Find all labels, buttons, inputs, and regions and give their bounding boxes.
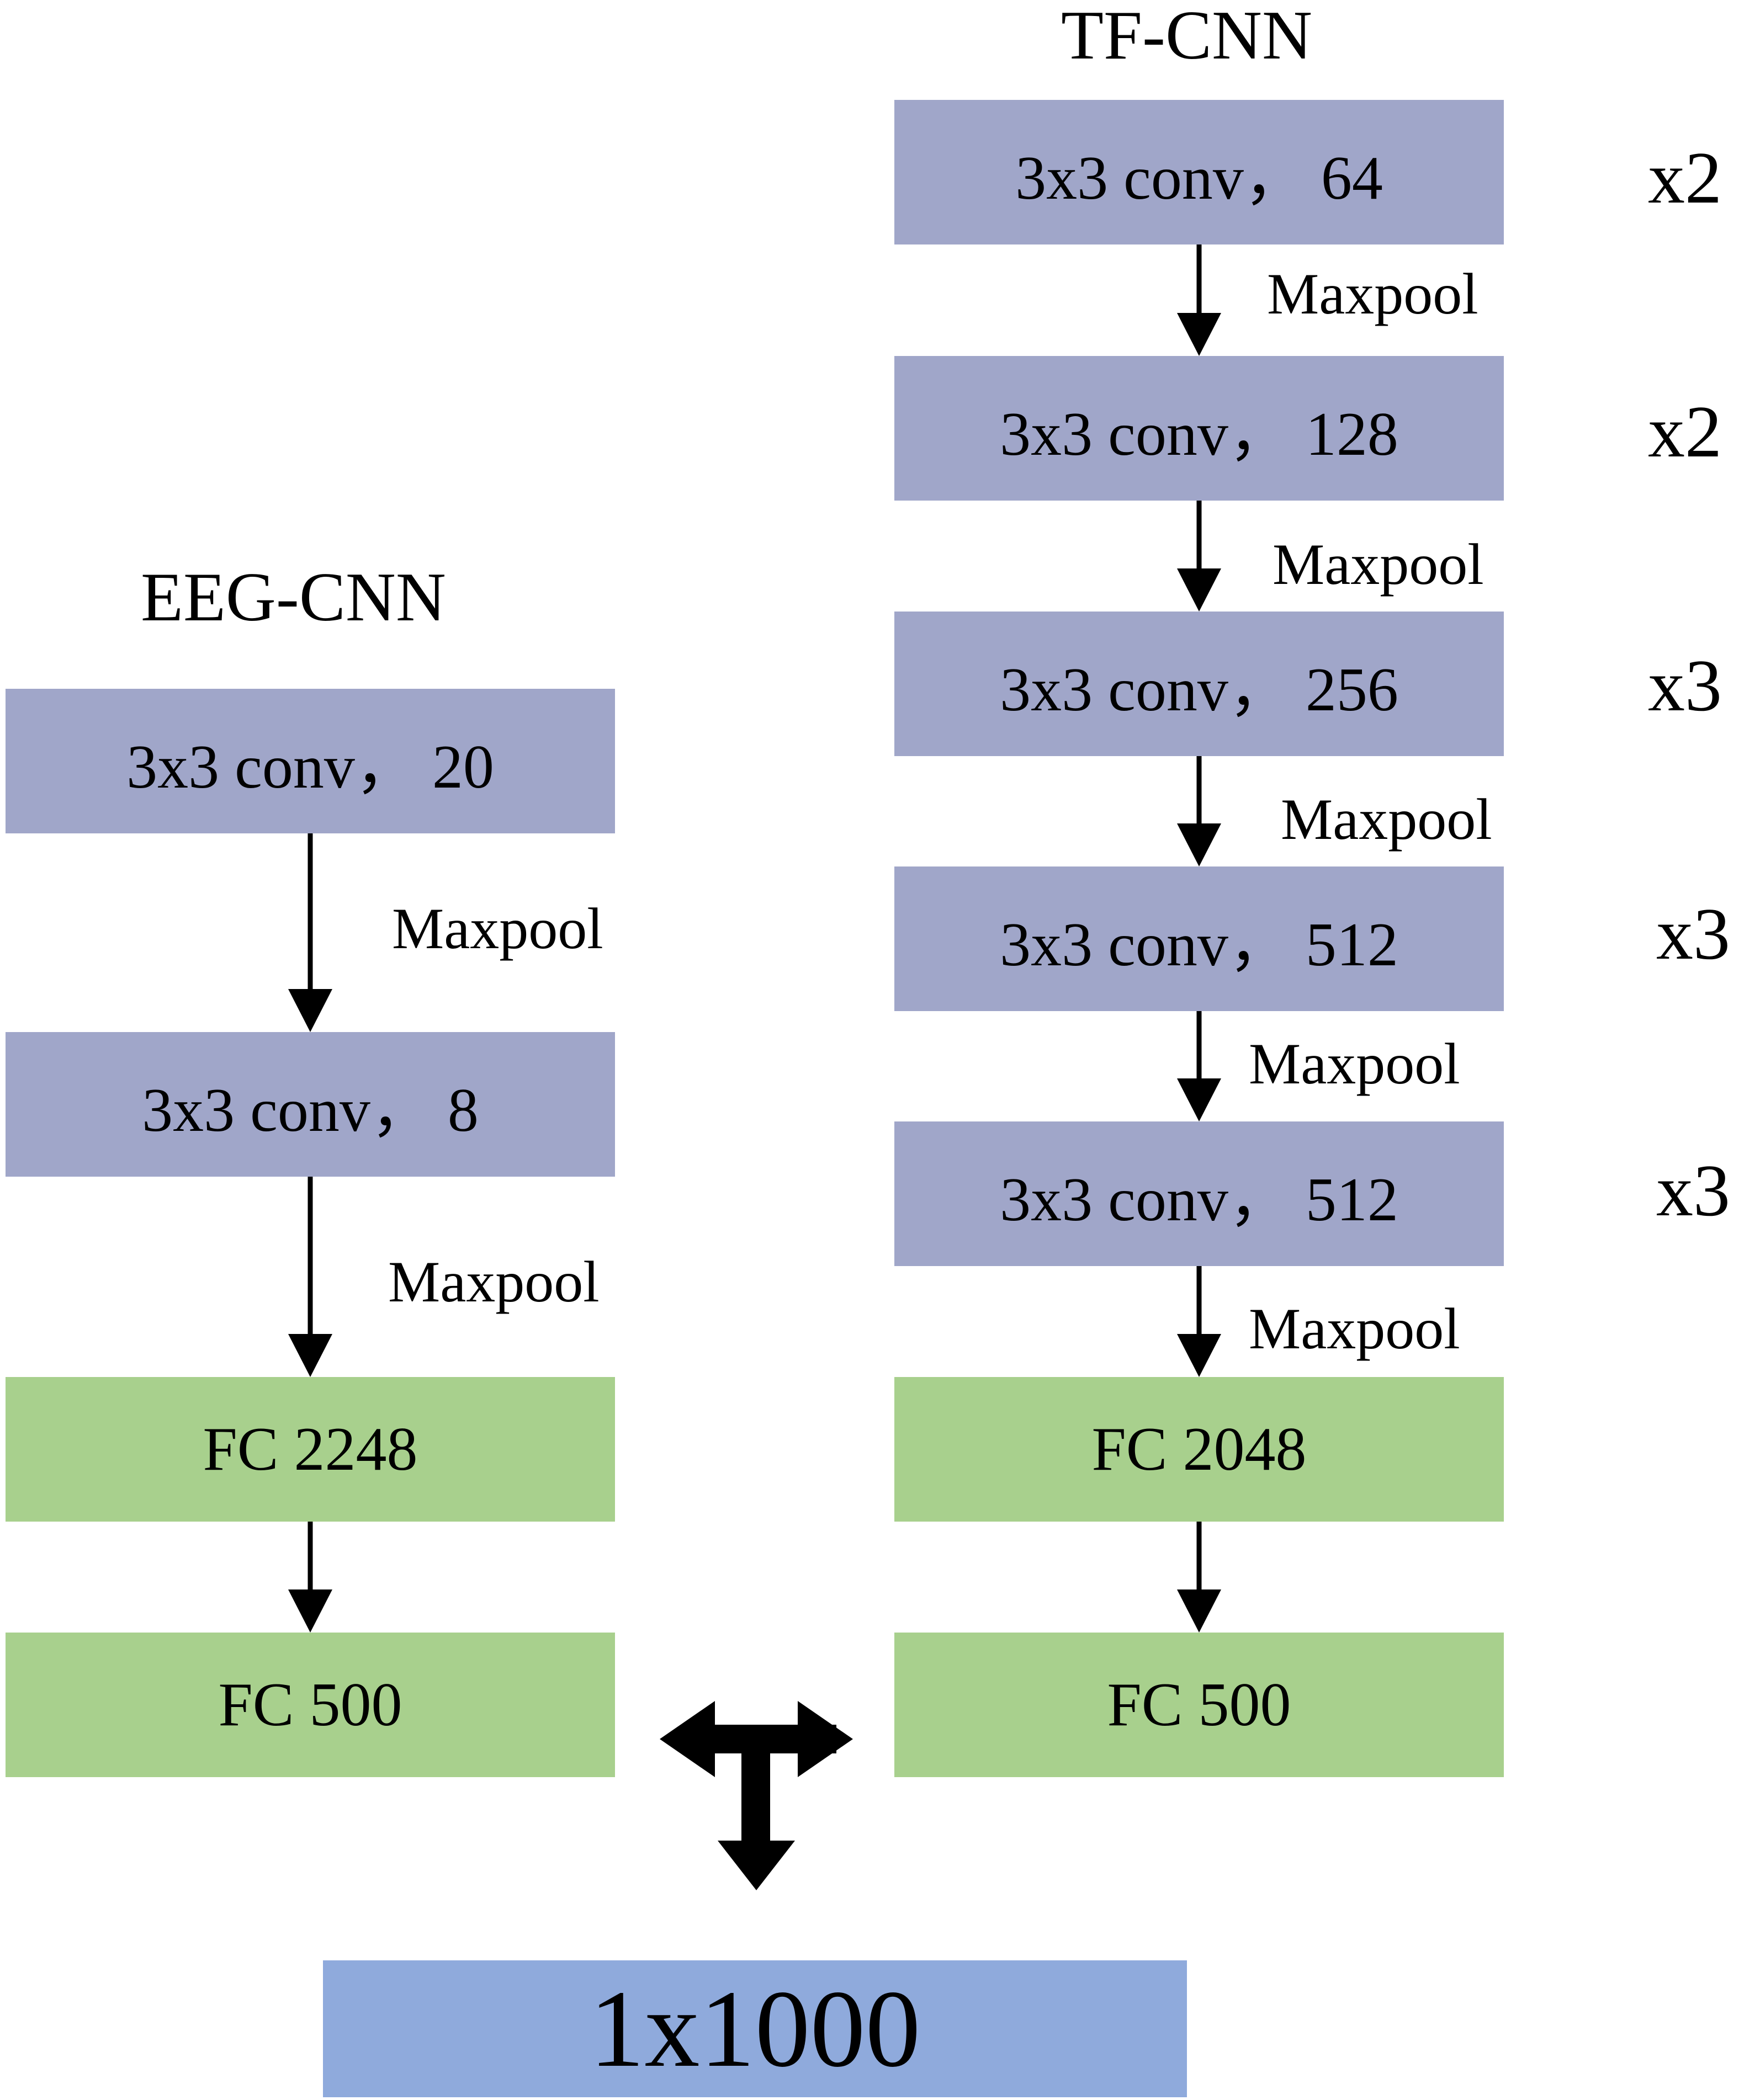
eeg-arrowhead-3 xyxy=(288,1589,332,1633)
eeg-conv-8-block: 3x3 conv， 8 xyxy=(6,1032,615,1177)
tf-arrowhead-1 xyxy=(1177,313,1221,356)
tf-maxpool-label-2: Maxpool xyxy=(1273,532,1484,597)
eeg-conv-20-block: 3x3 conv， 20 xyxy=(6,689,615,833)
tf-conv-512-label-1: 3x3 conv， 512 xyxy=(1000,911,1398,979)
tf-maxpool-label-5: Maxpool xyxy=(1249,1296,1460,1361)
tf-cnn-title: TF-CNN xyxy=(1061,0,1313,74)
tf-arrowhead-5 xyxy=(1177,1334,1221,1377)
tf-conv-256-block: 3x3 conv， 256 xyxy=(894,612,1504,756)
eeg-conv-8-label: 3x3 conv， 8 xyxy=(142,1076,479,1145)
tf-conv-512-block-1: 3x3 conv， 512 xyxy=(894,866,1504,1011)
tf-arrowhead-4 xyxy=(1177,1078,1221,1121)
output-vector-label: 1x1000 xyxy=(589,1968,921,2090)
tf-maxpool-label-1: Maxpool xyxy=(1267,262,1478,326)
eeg-arrowhead-2 xyxy=(288,1334,332,1377)
tf-fc-2048-block: FC 2048 xyxy=(894,1377,1504,1522)
eeg-fc-500-label: FC 500 xyxy=(218,1670,402,1739)
tf-repeat-x3-1: x3 xyxy=(1648,645,1722,726)
tf-fc-500-block: FC 500 xyxy=(894,1633,1504,1777)
fusion-t-arrow xyxy=(660,1701,853,1890)
tf-repeat-x2-2: x2 xyxy=(1648,391,1722,472)
tf-fc-500-label: FC 500 xyxy=(1107,1670,1291,1739)
tf-repeat-x3-2: x3 xyxy=(1656,893,1730,975)
tf-repeat-x2-1: x2 xyxy=(1648,137,1722,219)
tf-conv-64-label: 3x3 conv， 64 xyxy=(1015,144,1383,212)
tf-arrowhead-2 xyxy=(1177,568,1221,612)
eeg-maxpool-label-2: Maxpool xyxy=(388,1250,600,1314)
tf-conv-64-block: 3x3 conv， 64 xyxy=(894,100,1504,244)
eeg-maxpool-label-1: Maxpool xyxy=(392,896,603,961)
tf-conv-512-block-2: 3x3 conv， 512 xyxy=(894,1121,1504,1266)
tf-arrowhead-6 xyxy=(1177,1589,1221,1633)
tf-conv-128-label: 3x3 conv， 128 xyxy=(1000,400,1398,469)
eeg-conv-20-label: 3x3 conv， 20 xyxy=(126,733,494,801)
tf-conv-256-label: 3x3 conv， 256 xyxy=(1000,656,1398,724)
eeg-fc-2248-label: FC 2248 xyxy=(203,1415,418,1484)
eeg-cnn-title: EEG-CNN xyxy=(141,559,446,636)
output-vector-block: 1x1000 xyxy=(323,1960,1187,2097)
eeg-fc-500-block: FC 500 xyxy=(6,1633,615,1777)
tf-maxpool-label-3: Maxpool xyxy=(1281,787,1492,852)
tf-maxpool-label-4: Maxpool xyxy=(1249,1032,1460,1096)
tf-fc-2048-label: FC 2048 xyxy=(1091,1415,1307,1484)
tf-conv-128-block: 3x3 conv， 128 xyxy=(894,356,1504,501)
tf-arrowhead-3 xyxy=(1177,823,1221,866)
tf-conv-512-label-2: 3x3 conv， 512 xyxy=(1000,1166,1398,1234)
tf-repeat-x3-3: x3 xyxy=(1656,1150,1730,1231)
eeg-arrowhead-1 xyxy=(288,989,332,1032)
eeg-fc-2248-block: FC 2248 xyxy=(6,1377,615,1522)
